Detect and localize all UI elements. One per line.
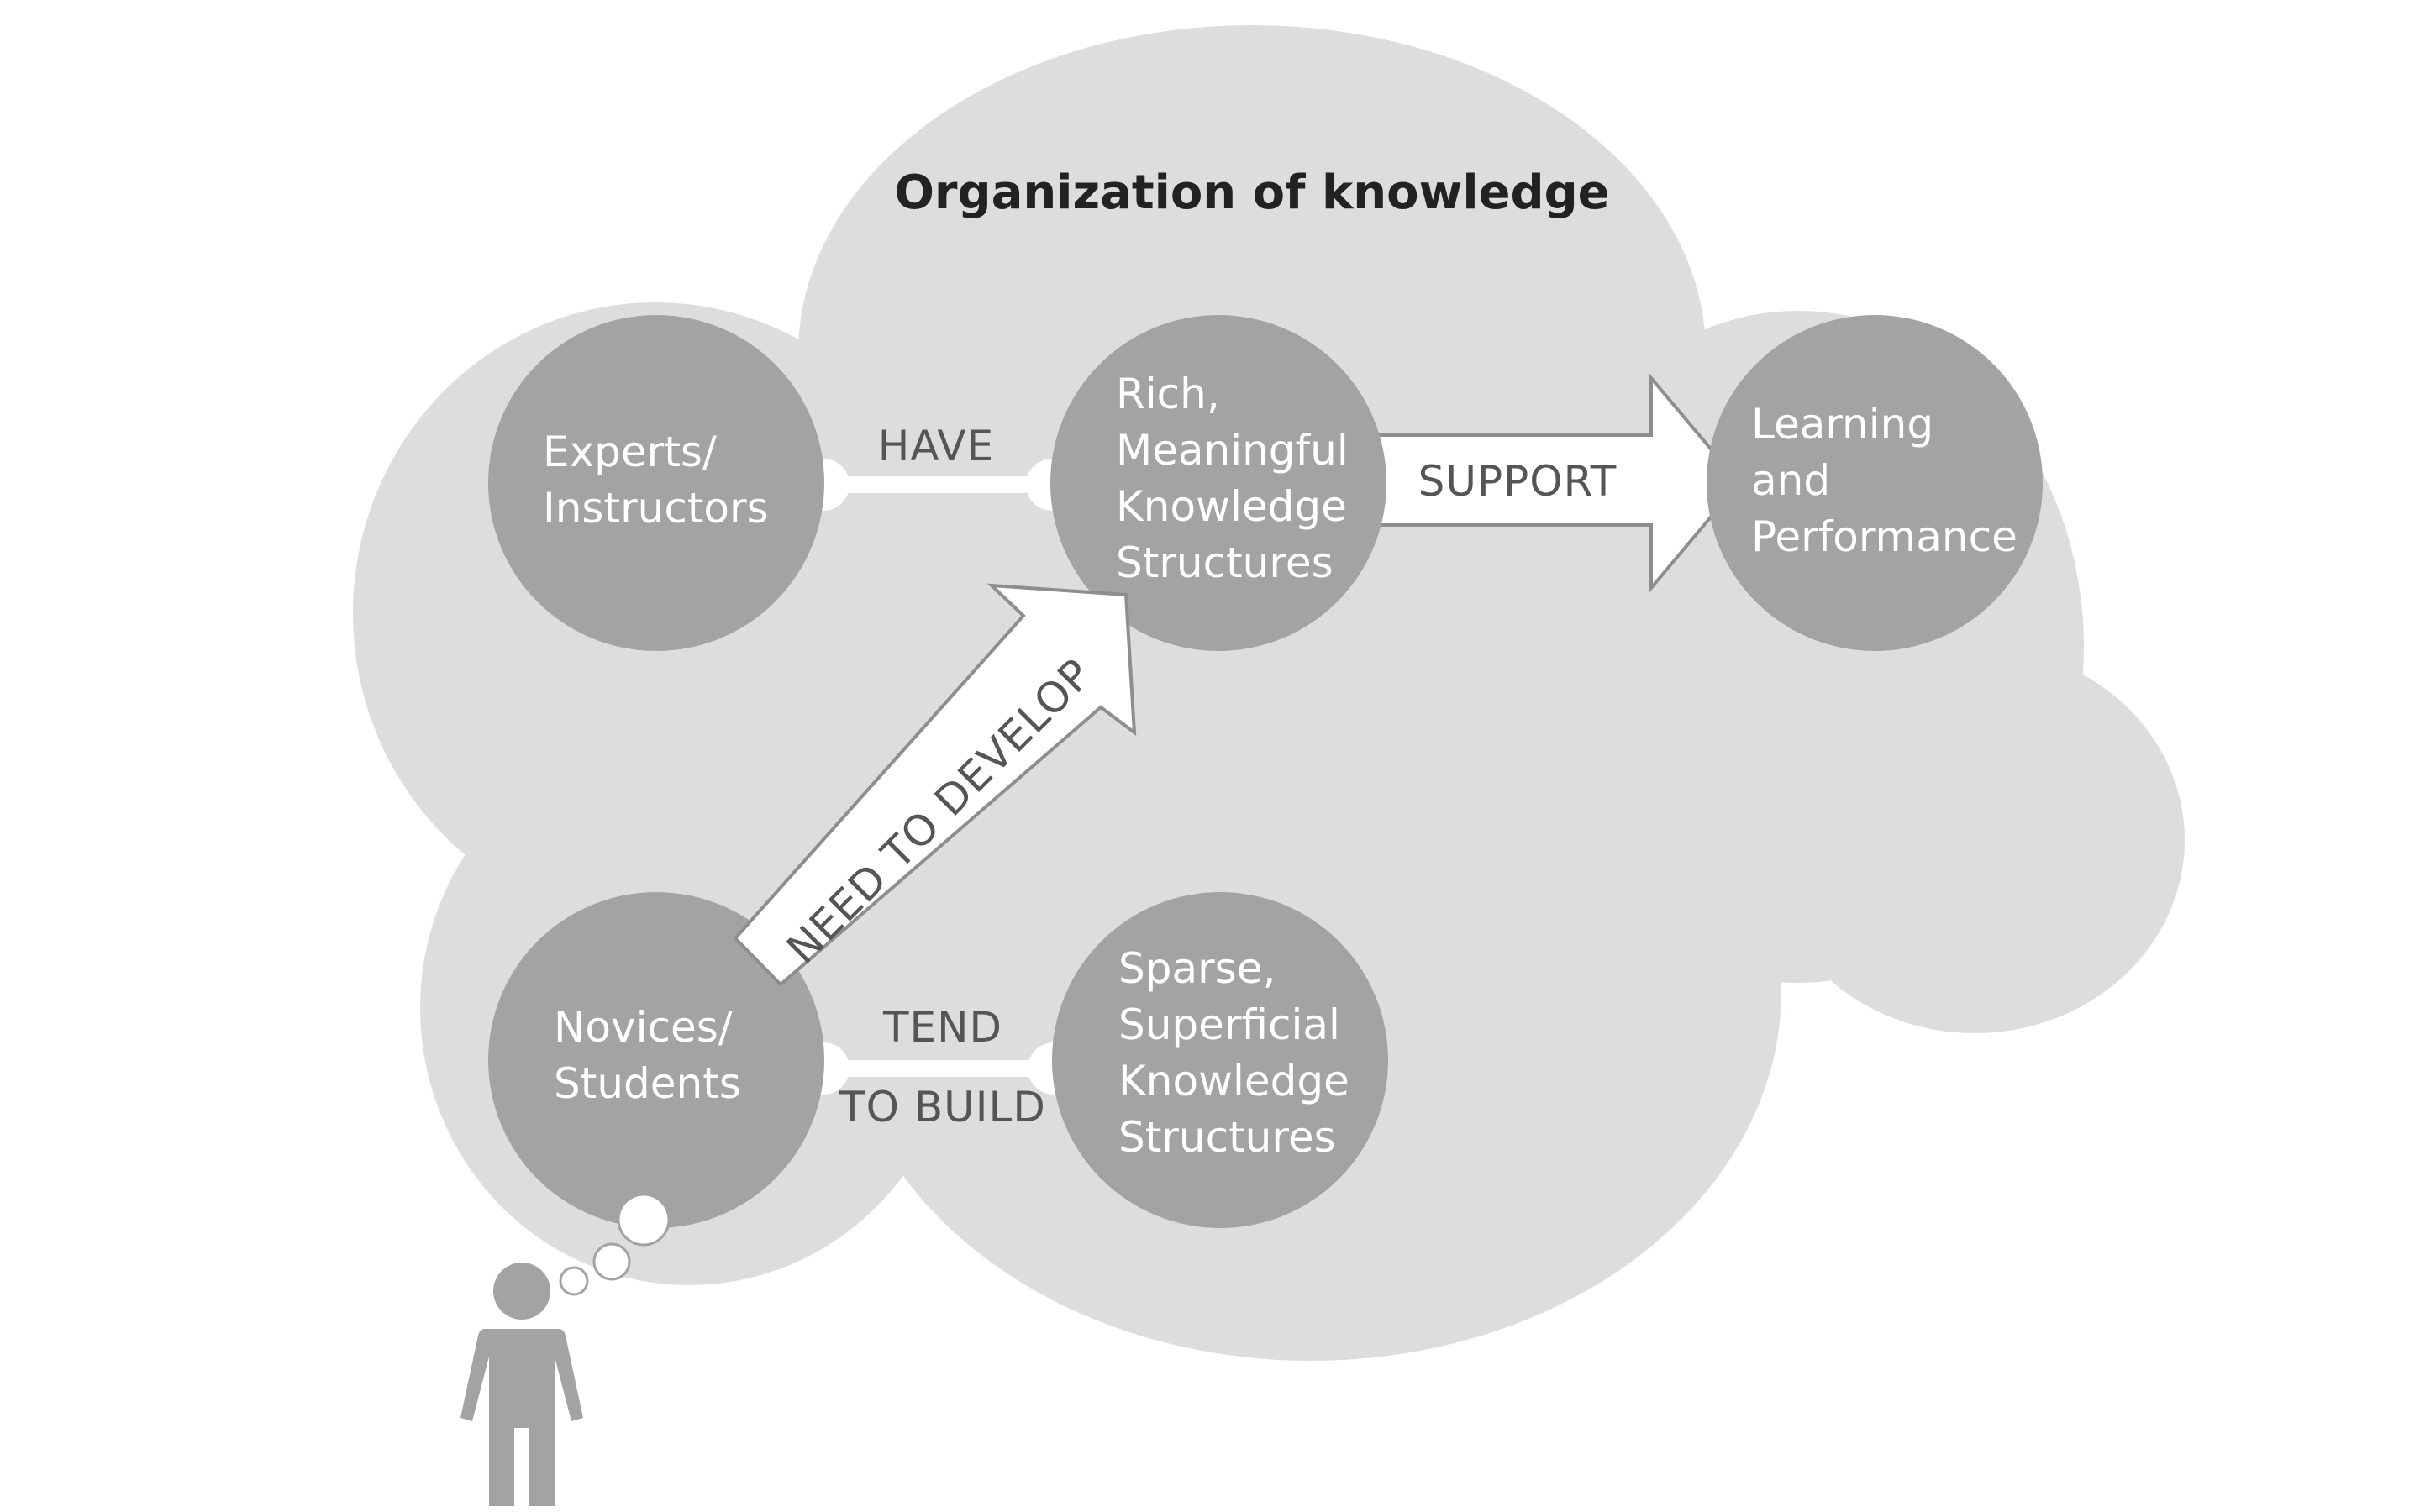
- node-learning-performance: Learning and Performance: [1707, 315, 2043, 651]
- tend-label: TEND: [882, 1003, 1002, 1052]
- have-connector-bar: [823, 476, 1050, 493]
- node-rich-line-2: Meaningful: [1116, 426, 1349, 475]
- thought-bubble-icon: [559, 1193, 671, 1296]
- node-sparse-label: Sparse, Superficial Knowledge Structures: [1118, 944, 1363, 1162]
- node-novices-line-1: Novices/: [554, 1003, 733, 1052]
- need-to-develop-arrow-body: [733, 583, 1137, 987]
- have-label: HAVE: [878, 422, 994, 470]
- node-rich-structures: Rich, Meaningful Knowledge Structures: [1050, 315, 1386, 651]
- node-experts-label: Experts/ Instructors: [543, 428, 769, 533]
- node-experts-line-2: Instructors: [543, 484, 769, 533]
- person-icon: [460, 1263, 583, 1506]
- node-learning-circle: [1707, 315, 2043, 651]
- node-sparse-structures: Sparse, Superficial Knowledge Structures: [1052, 892, 1388, 1228]
- node-experts-line-1: Experts/: [543, 428, 717, 476]
- thought-bubble-medium: [592, 1242, 631, 1281]
- diagram-title: Organization of knowledge: [894, 165, 1609, 220]
- node-experts-circle: [488, 315, 824, 651]
- node-sparse-circle: [1052, 892, 1388, 1228]
- node-novices-label: Novices/ Students: [554, 1003, 746, 1108]
- person-body: [460, 1329, 583, 1506]
- node-learning-label: Learning and Performance: [1751, 400, 2018, 561]
- node-novices-line-2: Students: [554, 1059, 741, 1108]
- to-build-label: TO BUILD: [839, 1083, 1046, 1131]
- node-novices-circle: [488, 892, 824, 1228]
- cloud-lobe-center: [714, 420, 1891, 1058]
- node-rich-line-4: Structures: [1116, 538, 1334, 587]
- person-head: [493, 1263, 550, 1320]
- node-experts: Experts/ Instructors: [488, 315, 824, 651]
- node-novices: Novices/ Students: [488, 892, 824, 1228]
- support-arrow: SUPPORT: [1370, 373, 1742, 593]
- support-arrow-shape: [1370, 373, 1742, 593]
- node-learning-line-3: Performance: [1751, 512, 2018, 561]
- node-rich-line-1: Rich,: [1116, 370, 1220, 418]
- node-learning-line-2: and: [1751, 456, 1830, 505]
- tend-connector-bar: [823, 1060, 1052, 1077]
- node-learning-line-1: Learning: [1751, 400, 1933, 449]
- node-sparse-line-1: Sparse,: [1118, 944, 1276, 993]
- node-rich-line-3: Knowledge: [1116, 482, 1347, 531]
- node-sparse-line-2: Superficial: [1118, 1000, 1340, 1049]
- node-rich-label: Rich, Meaningful Knowledge Structures: [1116, 370, 1362, 587]
- thought-bubble-large: [617, 1193, 671, 1247]
- thought-bubble-small: [559, 1266, 589, 1296]
- support-label: SUPPORT: [1418, 457, 1618, 506]
- node-sparse-line-4: Structures: [1118, 1113, 1336, 1162]
- node-sparse-line-3: Knowledge: [1118, 1057, 1349, 1105]
- node-rich-circle: [1050, 315, 1386, 651]
